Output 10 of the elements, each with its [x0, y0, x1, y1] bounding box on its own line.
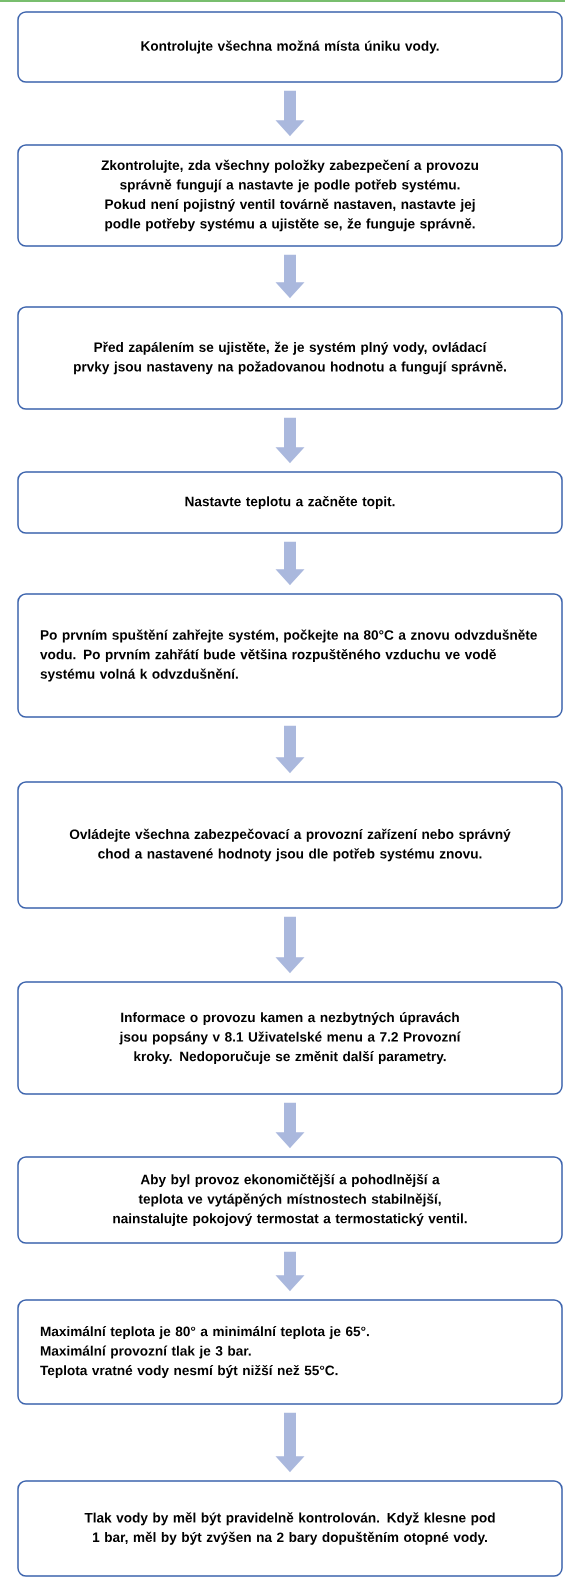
step-box: Po prvním spuštění zahřejte systém, počkejte na 80°C a znovu odvzdušněte vodu. Po prvním zahřátí bude většina rozpuštěného vzduchu ve vodě systému volná k odvzdušnění.: [17, 593, 563, 718]
step-box: Tlak vody by měl být pravidelně kontrolován. Když klesne pod 1 bar, měl by být zvýšen na 2 bary dopuštěním otopné vody.: [17, 1480, 563, 1577]
step-box: Před zapálením se ujistěte, že je systém plný vody, ovládací prvky jsou nastaveny na požadovanou hodnotu a fungují správně.: [17, 306, 563, 410]
step-box: Ovládejte všechna zabezpečovací a provozní zařízení nebo správný chod a nastavené hodnoty jsou dle potřeb systému znovu.: [17, 781, 563, 909]
step-box: Kontrolujte všechna možná místa úniku vody.: [17, 11, 563, 83]
step-box: Zkontrolujte, zda všechny položky zabezpečení a provozu správně fungují a nastavte je podle potřeb systému. Pokud není pojistný ventil továrně nastaven, nastavte jej podle potřeby systému a ujistěte se, že funguje správně.: [17, 144, 563, 247]
step-box: Aby byl provoz ekonomičtější a pohodlnější a teplota ve vytápěných místnostech stabilnější, nainstalujte pokojový termostat a termostatický ventil.: [17, 1156, 563, 1244]
step-box: Nastavte teplotu a začněte topit.: [17, 471, 563, 534]
step-box: Informace o provozu kamen a nezbytných úpravách jsou popsány v 8.1 Uživatelské menu a 7.2 Provozní kroky. Nedoporučuje se změnit další parametry.: [17, 981, 563, 1095]
step-box: Maximální teplota je 80° a minimální teplota je 65°. Maximální provozní tlak je 3 bar. Teplota vratné vody nesmí být nižší než 55°C.: [17, 1299, 563, 1405]
